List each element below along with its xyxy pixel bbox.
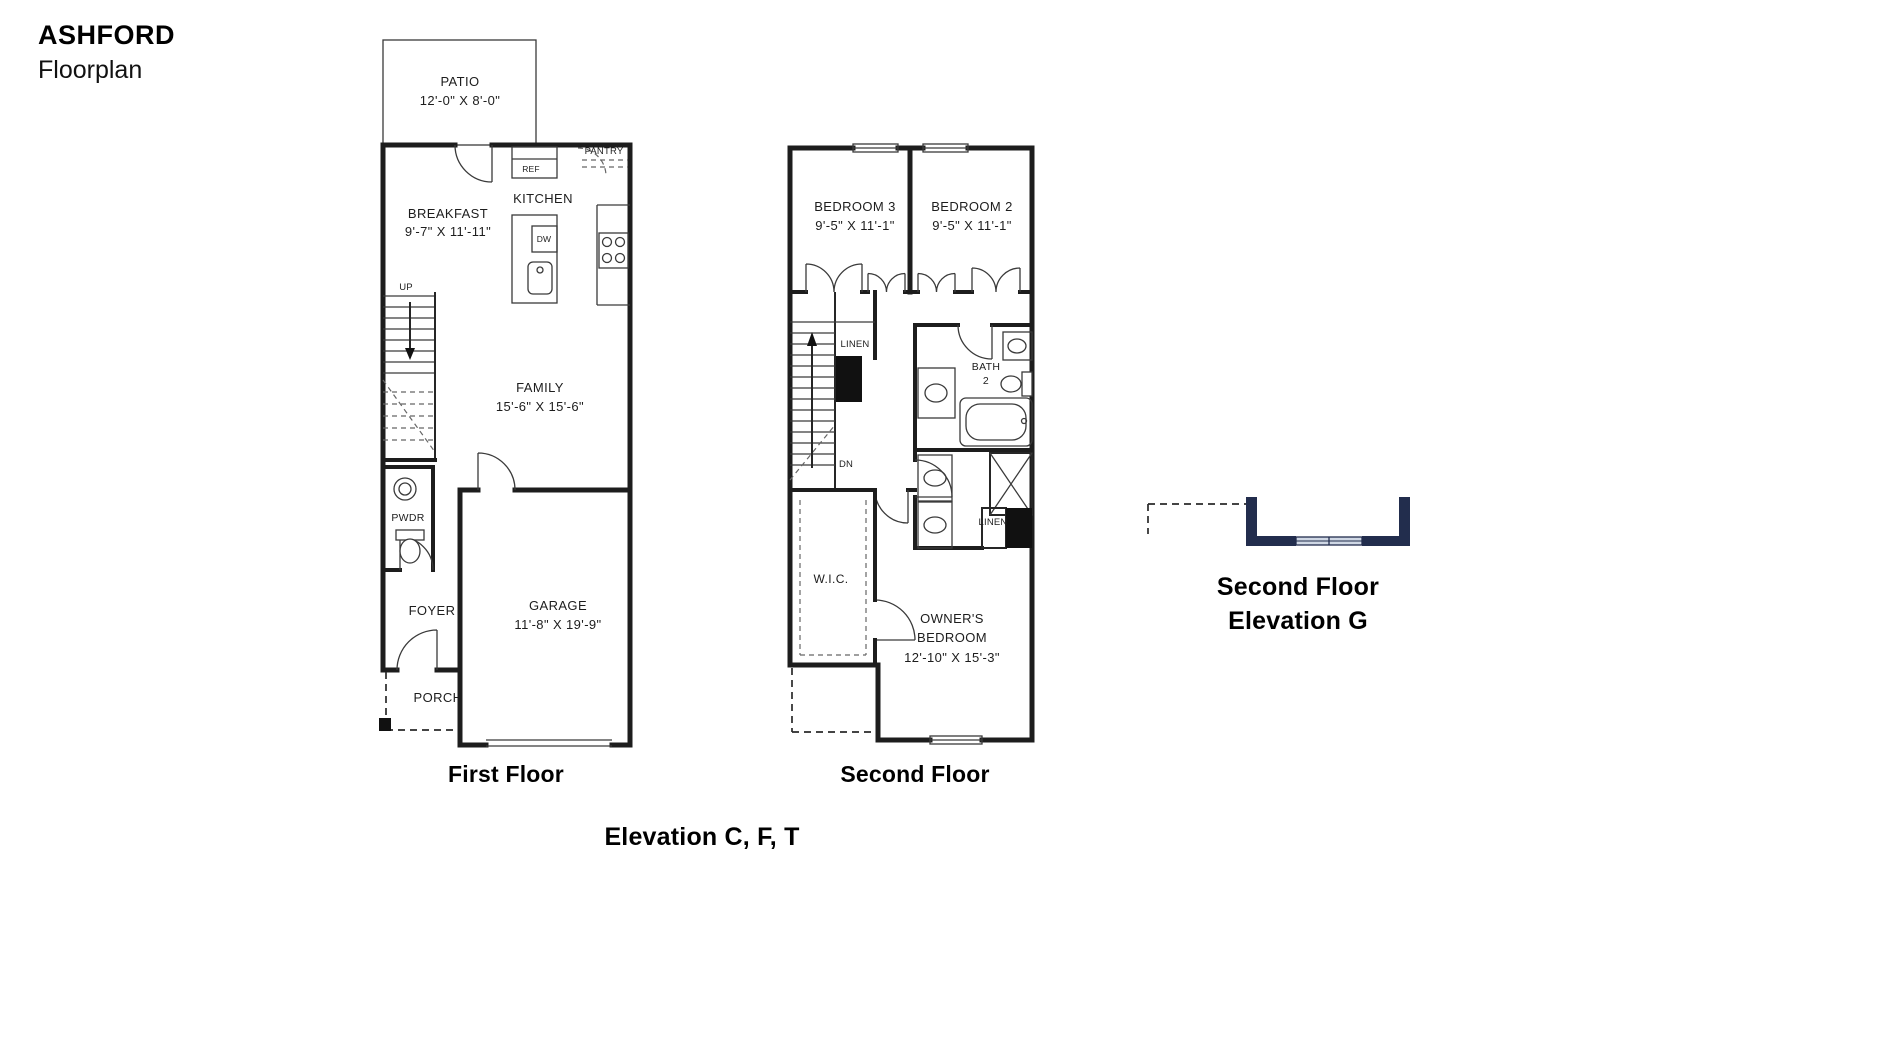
second-floor-caption: Second Floor: [840, 761, 989, 787]
first-floor-plan: PATIO 12'-0" X 8'-0" PANTRY REF KITCHEN …: [379, 39, 633, 787]
garage-door: [486, 739, 612, 747]
bedroom-door-swings: [805, 263, 1021, 293]
kitchen-sink: [527, 261, 553, 295]
elevation-g-right-wall: [1399, 497, 1410, 546]
owners-bedroom-dims: 12'-10" X 15'-3": [904, 650, 1000, 665]
stairs-up-arrow: [807, 332, 817, 346]
front-door-swing: [396, 629, 438, 671]
pantry-label: PANTRY: [585, 146, 624, 157]
bath2-door-swing: [957, 324, 993, 360]
upper-linen-closet: [835, 290, 877, 402]
family-dims: 15'-6" X 15'-6": [496, 399, 584, 414]
wic-label: W.I.C.: [813, 572, 848, 586]
linen-upper-label: LINEN: [841, 339, 870, 350]
kitchen-label: KITCHEN: [513, 191, 573, 206]
bath2-label-line2: 2: [983, 375, 989, 387]
bath2-sink: [1002, 331, 1033, 361]
toilet-bowl: [399, 538, 421, 564]
ref-label: REF: [522, 164, 540, 174]
owners-bedroom-door-swing: [874, 489, 909, 524]
wic-rod-lines: [799, 500, 867, 656]
lower-linen-closet: [981, 507, 1032, 549]
bedroom3-label: BEDROOM 3: [814, 199, 896, 214]
first-floor-walls: [380, 142, 633, 748]
bath2-toilet-tank: [1021, 371, 1033, 397]
pantry-door-swing: [577, 147, 607, 177]
chase-block-lower: [1006, 508, 1032, 548]
bedroom2-doors: [917, 272, 956, 293]
owners-bedroom-label-line2: BEDROOM: [917, 630, 987, 645]
second-floor-plan: BEDROOM 3 9'-5" X 11'-1" BEDROOM 2 9'-5"…: [787, 143, 1035, 787]
dishwasher: [531, 225, 558, 253]
patio-outline: [382, 39, 537, 146]
patio-door-swing: [454, 144, 493, 183]
powder-sink: [393, 477, 417, 501]
bedroom3-doors: [867, 272, 906, 293]
plan-title: ASHFORD: [38, 20, 175, 50]
range: [598, 232, 629, 269]
up-label: UP: [399, 282, 413, 293]
bedroom3-dims: 9'-5" X 11'-1": [815, 218, 895, 233]
garage-label: GARAGE: [529, 598, 587, 613]
owners-vanity-1: [917, 454, 953, 502]
first-floor-stairs: [381, 292, 437, 462]
counter-edge: [596, 204, 630, 306]
elevation-g-bottom-wall-left: [1246, 536, 1296, 546]
second-floor-walls: [787, 145, 1035, 743]
refrigerator: [511, 146, 558, 179]
bedroom3-closet-doors: [805, 263, 863, 293]
wic-door-swing: [874, 599, 916, 641]
second-floor-stairs: [789, 292, 836, 490]
bath2-fixtures: [917, 331, 1033, 447]
patio-label: PATIO: [440, 74, 479, 89]
elevation-g-left-wall: [1246, 497, 1257, 546]
powder-room: [381, 465, 435, 572]
first-floor-caption: First Floor: [448, 761, 564, 787]
foyer-label: FOYER: [409, 603, 456, 618]
elevation-g-dashed-walls: [1147, 503, 1246, 534]
bath-walls: [788, 323, 1034, 550]
dw-label: DW: [537, 234, 552, 244]
bedroom2-dims: 9'-5" X 11'-1": [932, 218, 1012, 233]
elevation-g-bottom-wall-right: [1362, 536, 1410, 546]
dn-label: DN: [839, 459, 853, 470]
roof-dashed-outline: [791, 668, 874, 733]
faucet: [536, 266, 544, 274]
pantry-shelves: [582, 159, 628, 168]
pwdr-label: PWDR: [391, 512, 424, 524]
porch-label: PORCH: [414, 690, 463, 705]
stairs-down-arrow: [405, 348, 415, 360]
bath2-toilet-bowl: [1000, 375, 1022, 393]
bath2-label-line1: BATH: [972, 361, 1000, 373]
plan-subtitle: Floorplan: [38, 56, 143, 84]
owners-vanity-2: [917, 501, 953, 549]
owners-bedroom-label-line1: OWNER'S: [920, 611, 984, 626]
family-label: FAMILY: [516, 380, 564, 395]
linen-lower-label: LINEN: [979, 517, 1008, 528]
elevation-g-caption-line2: Elevation G: [1228, 607, 1368, 635]
garage-dims: 11'-8" X 19'-9": [514, 617, 601, 632]
kitchen-fixtures: [511, 146, 630, 306]
bedroom2-label: BEDROOM 2: [931, 199, 1013, 214]
garage-interior-door-swing: [477, 452, 516, 491]
first-floor-doors: [396, 144, 607, 671]
breakfast-label: BREAKFAST: [408, 206, 488, 221]
kitchen-island: [511, 214, 558, 304]
plan-header: ASHFORD Floorplan: [38, 20, 175, 85]
second-floor-windows: [852, 143, 983, 745]
elevation-footer-caption: Elevation C, F, T: [604, 823, 799, 851]
elevation-g-diagram: Second Floor Elevation G: [1147, 497, 1410, 635]
bedroom2-closet-doors: [971, 267, 1021, 293]
patio-dims: 12'-0" X 8'-0": [420, 93, 501, 108]
bath2-vanity: [917, 367, 956, 419]
chase-block-upper: [836, 356, 862, 402]
porch-post: [379, 718, 391, 731]
breakfast-dims: 9'-7" X 11'-11": [405, 224, 491, 239]
bath2-tub: [959, 397, 1033, 447]
elevation-g-caption-line1: Second Floor: [1217, 573, 1379, 601]
